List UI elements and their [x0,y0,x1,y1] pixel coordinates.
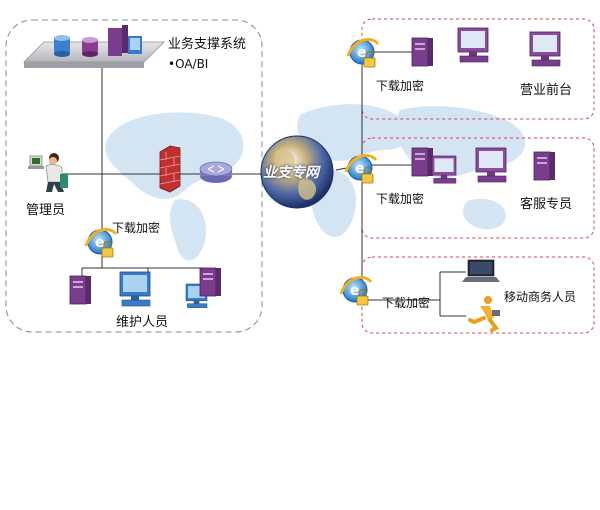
download-encrypt-1-label: 下载加密 [376,79,425,93]
mobile-business-label: 移动商务人员 [504,290,577,304]
connection-lines [62,51,466,317]
laptop-icon [462,259,500,282]
front-desk-label: 营业前台 [520,83,573,98]
firewall-icon [159,145,181,193]
admin-label: 管理员 [26,203,66,218]
download-encrypt-3-label: 下载加密 [382,296,431,310]
globe-icon [260,135,334,209]
tower-pc-icon [533,151,556,181]
tower-pc-icon [411,147,434,177]
ie-lock-icon [339,276,373,307]
running-person-icon [468,296,500,332]
workstation-icon [457,27,489,63]
workstation-icon [475,147,507,183]
router-icon [199,161,233,183]
download-encrypt-2-label: 下载加密 [376,192,425,206]
oa-bi-label: •OA/BI [168,57,209,71]
server-rack-icon [23,25,165,68]
operator-person-icon [28,153,68,192]
customer-service-label: 客服专员 [520,197,573,212]
globe-label: 业支专网 [263,165,319,181]
workstation-icon [119,271,151,307]
business-system-label: 业务支撑系统 [168,37,247,52]
download-encrypt-left-label: 下载加密 [112,221,161,235]
workstation-icon [431,155,457,184]
maintenance-label: 维护人员 [116,315,169,330]
tower-pc-icon [199,267,222,297]
ie-lock-icon [346,38,380,69]
tower-pc-icon [411,37,434,67]
ie-lock-icon [344,154,378,185]
workstation-icon [529,31,561,67]
tower-pc-icon [69,275,92,305]
